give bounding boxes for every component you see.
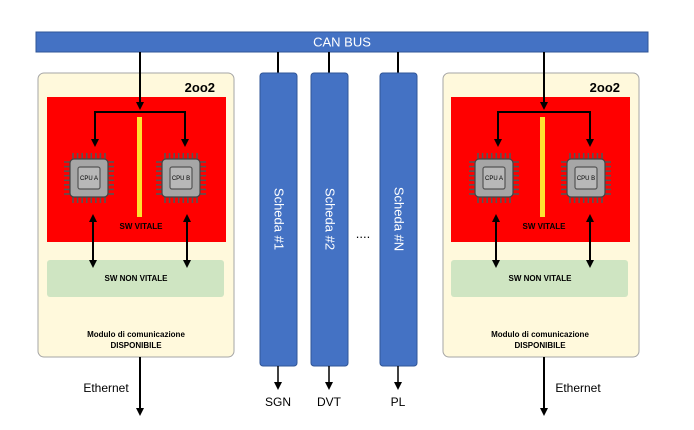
chip-die: [574, 166, 598, 190]
board-label: Scheda #1: [272, 188, 287, 250]
can-bus: CAN BUS: [35, 31, 649, 53]
comm-module-left: 2oo2 SW VITALE SW NON VITALE Modulo di c…: [37, 52, 235, 416]
sw-non-vitale-label: SW NON VITALE: [105, 274, 169, 283]
sw-non-vitale-label: SW NON VITALE: [509, 274, 573, 283]
chip-die: [77, 166, 101, 190]
board-label: Scheda #2: [323, 188, 338, 250]
chip-pins: [156, 153, 206, 203]
cpu-a-feed-arrow: [494, 111, 544, 147]
comm-label-line1: Modulo di comunicazione: [87, 330, 185, 339]
board-1: Scheda #1 SGN: [259, 52, 298, 409]
board-n: Scheda #N PL: [379, 52, 418, 409]
comm-label-line2: DISPONIBILE: [514, 341, 566, 350]
cpu-b-label: CPU B: [577, 176, 595, 182]
non-vital-zone: SW NON VITALE: [47, 260, 224, 297]
board-2: Scheda #2 DVT: [310, 52, 349, 409]
chip-die: [169, 166, 193, 190]
chip-die: [482, 166, 506, 190]
comm-label-line1: Modulo di comunicazione: [491, 330, 589, 339]
module-badge: 2oo2: [590, 80, 620, 95]
cpu-a-label: CPU A: [80, 176, 98, 182]
cpu-b-chip-icon: [156, 153, 206, 203]
can-bus-label: CAN BUS: [313, 35, 371, 50]
chip-pins: [469, 153, 519, 203]
sw-vitale-label: SW VITALE: [523, 222, 567, 231]
module-badge: 2oo2: [185, 80, 215, 95]
redundancy-divider: [137, 117, 142, 217]
chip-pins: [64, 153, 114, 203]
chip-pins: [561, 153, 611, 203]
board-label: Scheda #N: [392, 187, 407, 251]
comm-module-right: 2oo2 SW VITALE SW NON VITALE Modulo di c…: [442, 52, 640, 416]
board-output-label: SGN: [265, 395, 291, 409]
non-vital-zone: SW NON VITALE: [451, 260, 628, 297]
ethernet-label: Ethernet: [555, 381, 601, 395]
board-output-label: DVT: [317, 395, 342, 409]
boards-ellipsis: ....: [356, 226, 370, 241]
cpu-b-feed-arrow: [544, 111, 594, 147]
comm-label-line2: DISPONIBILE: [110, 341, 162, 350]
cpu-a-chip-icon: [469, 153, 519, 203]
cpu-a-feed-arrow: [91, 111, 140, 147]
cpu-a-label: CPU A: [485, 176, 503, 182]
cpu-b-chip-icon: [561, 153, 611, 203]
cpu-b-label: CPU B: [172, 176, 190, 182]
board-output-label: PL: [391, 395, 406, 409]
ethernet-label: Ethernet: [83, 381, 129, 395]
cpu-b-feed-arrow: [140, 111, 189, 147]
cpu-a-chip-icon: [64, 153, 114, 203]
redundancy-divider: [540, 117, 545, 217]
sw-vitale-label: SW VITALE: [120, 222, 164, 231]
